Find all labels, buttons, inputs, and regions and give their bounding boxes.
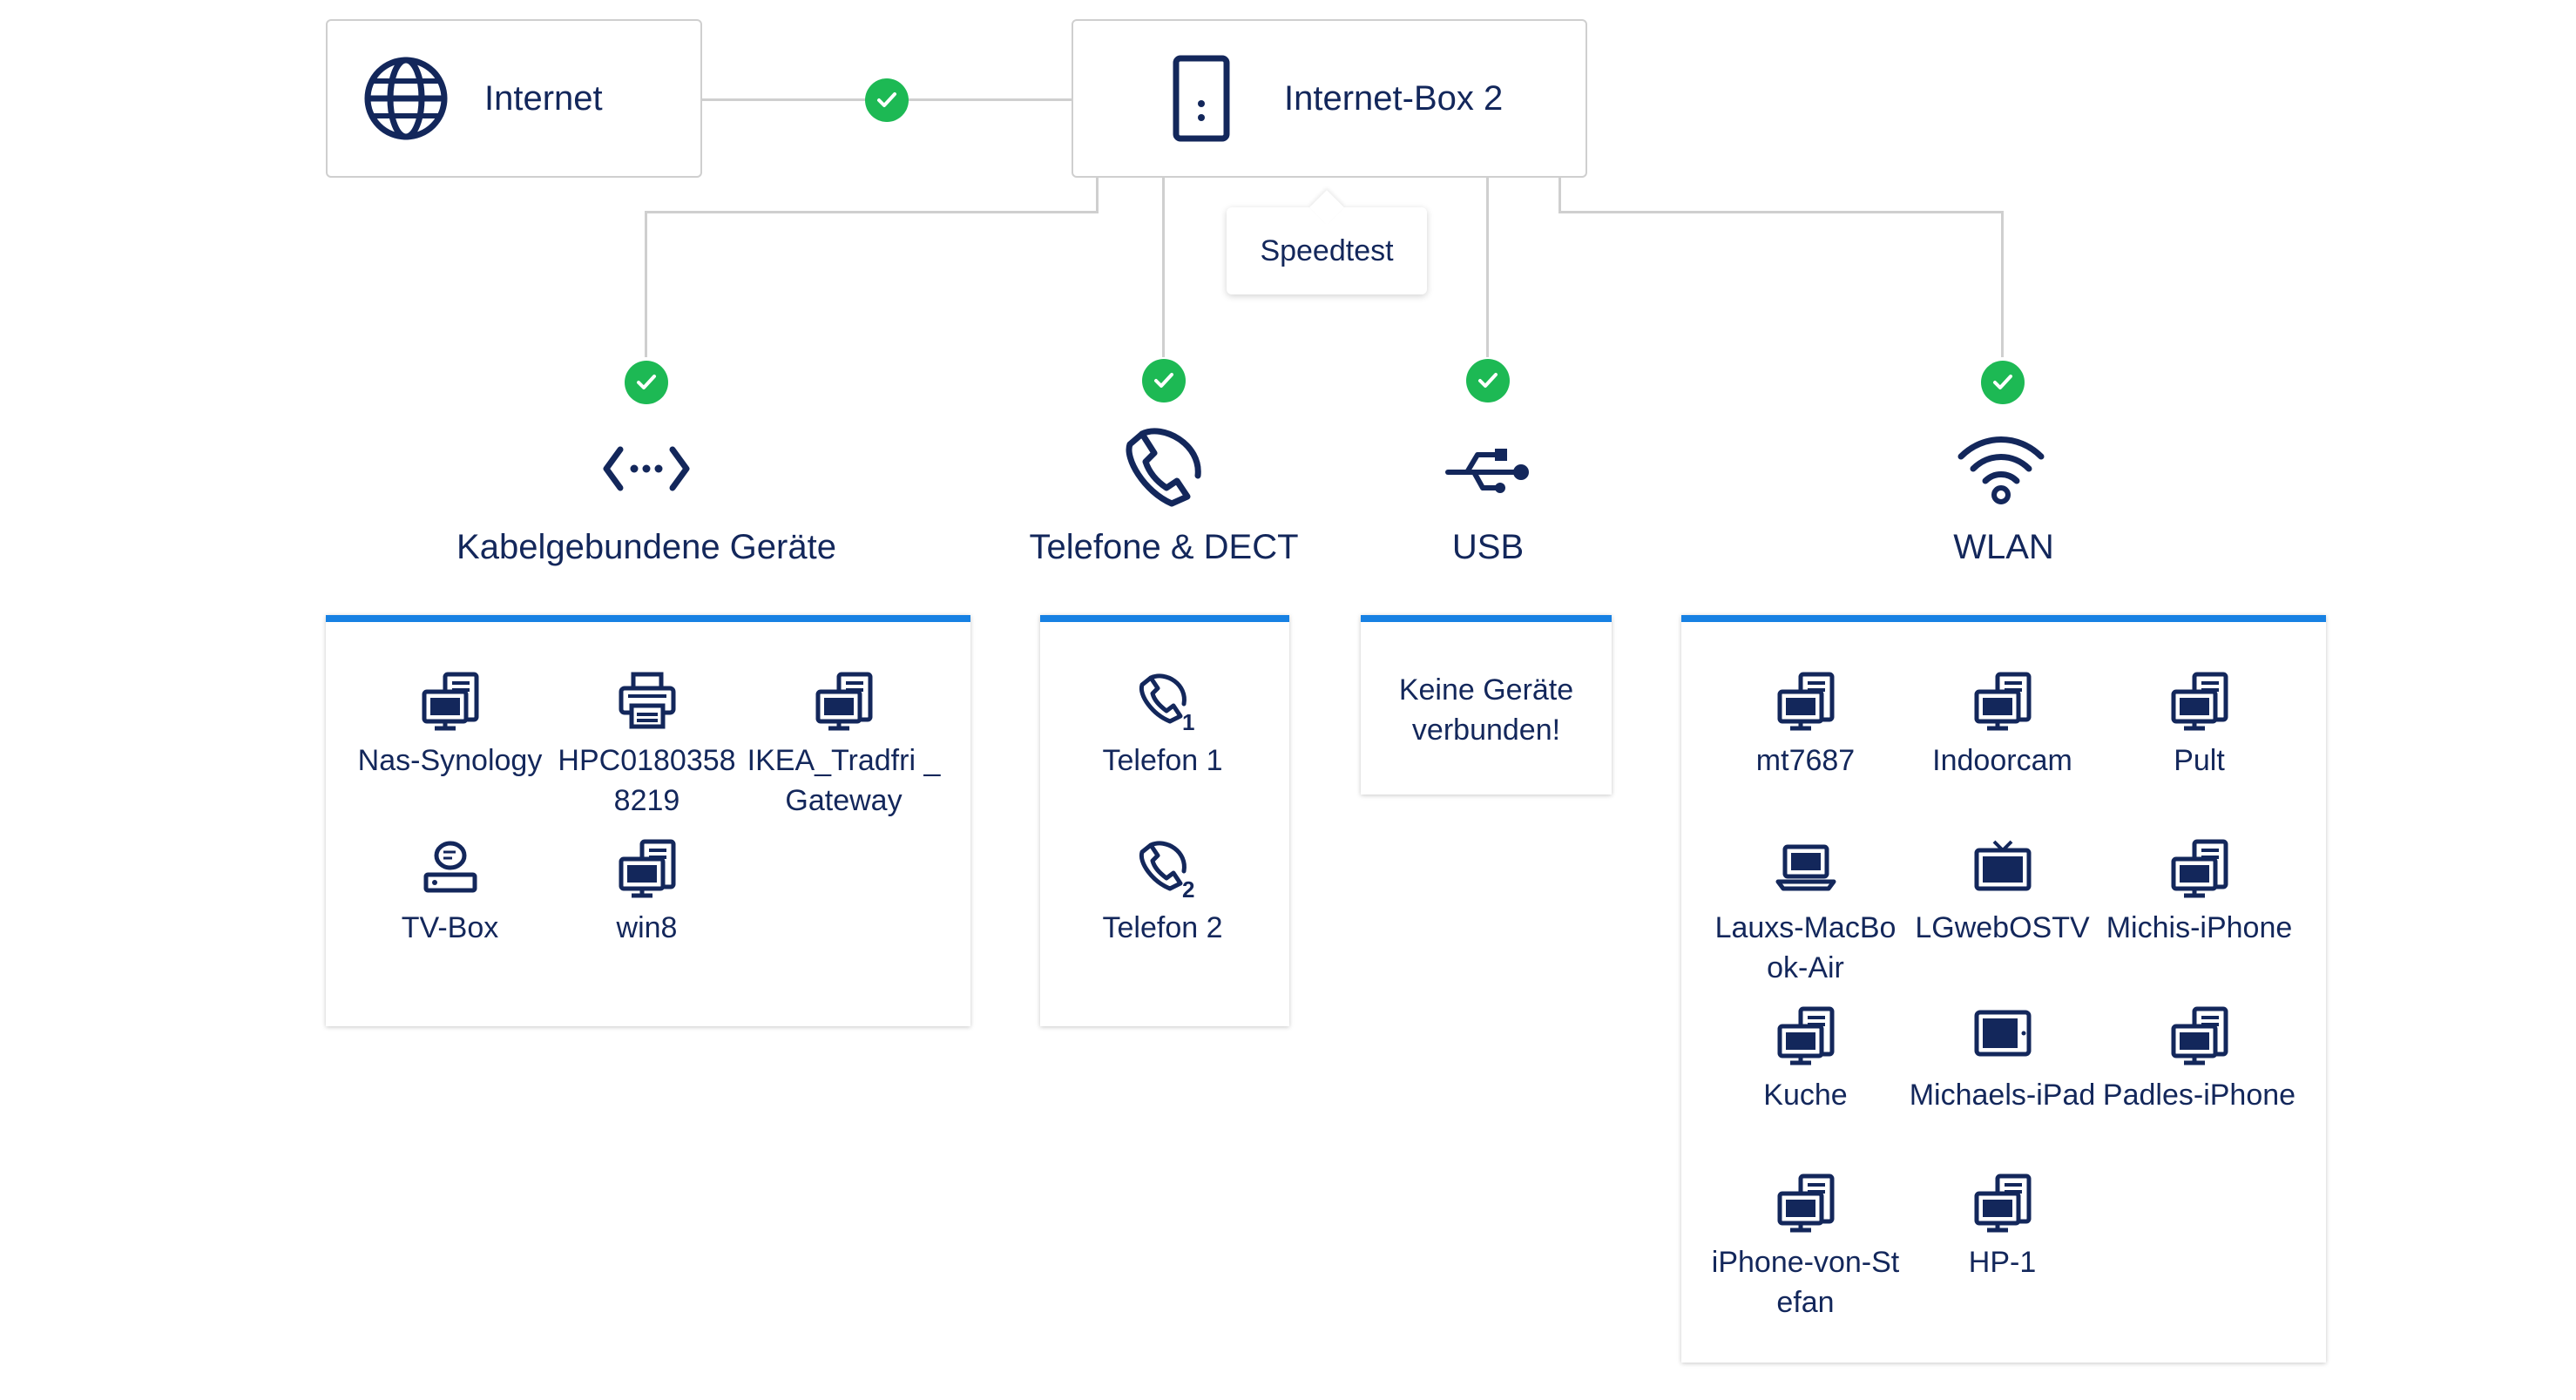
computer-icon <box>2171 672 2228 731</box>
device-name: Padles-iPhone <box>2102 1079 2296 1112</box>
speedtest-button[interactable]: Speedtest <box>1227 207 1427 294</box>
device-name: mt7687 <box>1755 744 1856 777</box>
computer-icon <box>1974 1173 2031 1233</box>
usb-empty-message: Keine Geräte verbunden! <box>1398 673 1574 747</box>
computer-icon <box>1974 672 2031 731</box>
internet-status-check <box>865 78 909 122</box>
device-item-tv-box[interactable]: TV-Box <box>352 836 548 948</box>
device-item-hp-1[interactable]: HP-1 <box>1904 1171 2100 1282</box>
device-name: Lauxs-MacBook-Air <box>1714 911 1897 984</box>
device-name: win8 <box>616 911 678 944</box>
device-name: Telefon 1 <box>1102 744 1223 777</box>
globe-icon <box>364 57 448 140</box>
wired-status-check <box>625 361 668 404</box>
router-icon <box>1173 55 1230 142</box>
device-name: LGwebOSTV <box>1915 911 2090 944</box>
checkmark-icon <box>1993 375 2012 389</box>
device-item-iphone-von-stefan[interactable]: iPhone-von-Stefan <box>1707 1171 1903 1322</box>
computer-icon <box>1777 1006 1834 1065</box>
device-item-ikea-tradfri-gateway[interactable]: IKEA_Tradfri _Gateway <box>746 669 942 821</box>
checkmark-icon <box>877 92 896 107</box>
tablet-icon <box>1974 1010 2031 1057</box>
connector-wired-v2 <box>645 211 647 357</box>
device-item-lauxs-macbook-air[interactable]: Lauxs-MacBook-Air <box>1707 836 1903 988</box>
computer-icon <box>619 839 675 898</box>
printer-icon <box>619 672 675 729</box>
usb-devices-panel: Keine Geräte verbunden! <box>1361 615 1612 795</box>
device-name: Michaels-iPad <box>1909 1079 2096 1112</box>
device-item-michis-iphone[interactable]: Michis-iPhone <box>2101 836 2297 948</box>
speedtest-label: Speedtest <box>1260 233 1394 267</box>
phone-1-icon: 1 <box>1139 673 1194 732</box>
device-name: iPhone-von-Stefan <box>1711 1246 1900 1319</box>
phone-status-check <box>1142 359 1186 402</box>
wlan-category-label[interactable]: WLAN <box>1953 528 2054 566</box>
wifi-icon[interactable] <box>1956 432 2046 505</box>
device-item-lgwebostv[interactable]: LGwebOSTV <box>1904 836 2100 948</box>
computer-icon <box>2171 1006 2228 1065</box>
device-item-michaels-ipad[interactable]: Michaels-iPad <box>1904 1004 2100 1115</box>
computer-icon <box>1777 1173 1834 1233</box>
device-name: IKEA_Tradfri _Gateway <box>747 744 941 817</box>
computer-icon <box>2171 839 2228 898</box>
device-item-win8[interactable]: win8 <box>549 836 745 948</box>
checkmark-icon <box>1154 373 1173 388</box>
phone-2-icon: 2 <box>1139 841 1194 899</box>
connector-usb <box>1486 177 1489 357</box>
tv-icon <box>1974 840 2031 891</box>
internet-node[interactable]: Internet <box>326 19 702 178</box>
device-name: TV-Box <box>401 911 499 944</box>
wlan-status-check <box>1981 361 2025 404</box>
device-name: HP-1 <box>1968 1246 2037 1279</box>
device-name: Kuche <box>1763 1079 1848 1112</box>
device-item-padles-iphone[interactable]: Padles-iPhone <box>2101 1004 2297 1115</box>
device-item-nas-synology[interactable]: Nas-Synology <box>352 669 548 781</box>
device-item-mt7687[interactable]: mt7687 <box>1707 669 1903 781</box>
connector-wlan-h <box>1558 211 2003 213</box>
laptop-icon <box>1775 844 1836 891</box>
computer-icon <box>422 672 478 731</box>
phone-icon[interactable] <box>1118 423 1208 514</box>
svg-text:2: 2 <box>1182 876 1194 899</box>
internet-label: Internet <box>484 78 603 118</box>
wired-category-label[interactable]: Kabelgebundene Geräte <box>456 528 836 566</box>
device-item-pult[interactable]: Pult <box>2101 669 2297 781</box>
wlan-devices-panel: mt7687 Indoorcam Pult Lauxs-MacBook-Air … <box>1681 615 2326 1363</box>
usb-category-label[interactable]: USB <box>1451 528 1525 566</box>
usb-icon[interactable] <box>1443 443 1533 498</box>
device-name: Indoorcam <box>1932 744 2072 777</box>
ethernet-icon[interactable] <box>601 443 692 495</box>
device-item-hpc0180358-8219[interactable]: HPC0180358 8219 <box>549 669 745 821</box>
connector-wired-v1 <box>1096 177 1099 213</box>
computer-icon <box>815 672 872 731</box>
device-name: Pult <box>2174 744 2225 777</box>
connector-wlan-v2 <box>2001 211 2004 357</box>
svg-text:1: 1 <box>1182 709 1194 732</box>
connector-wired-h <box>645 211 1098 213</box>
device-item-kuche[interactable]: Kuche <box>1707 1004 1903 1115</box>
connector-phone <box>1162 177 1165 357</box>
usb-status-check <box>1466 359 1510 402</box>
internet-box-node[interactable]: Internet-Box 2 <box>1072 19 1587 178</box>
device-item-indoorcam[interactable]: Indoorcam <box>1904 669 2100 781</box>
device-name: HPC0180358 8219 <box>558 744 736 817</box>
device-name: Michis-iPhone <box>2106 911 2293 944</box>
phone-category-label[interactable]: Telefone & DECT <box>1029 528 1299 566</box>
tv-box-icon <box>423 841 477 893</box>
connector-wlan-v1 <box>1558 177 1561 213</box>
computer-icon <box>1777 672 1834 731</box>
checkmark-icon <box>1478 373 1498 388</box>
checkmark-icon <box>637 375 656 389</box>
internet-box-label: Internet-Box 2 <box>1284 78 1504 118</box>
wired-devices-panel: Nas-Synology HPC0180358 8219 IKEA_Tradfr… <box>326 615 970 1026</box>
device-name: Telefon 2 <box>1102 911 1223 944</box>
device-name: Nas-Synology <box>357 744 543 777</box>
